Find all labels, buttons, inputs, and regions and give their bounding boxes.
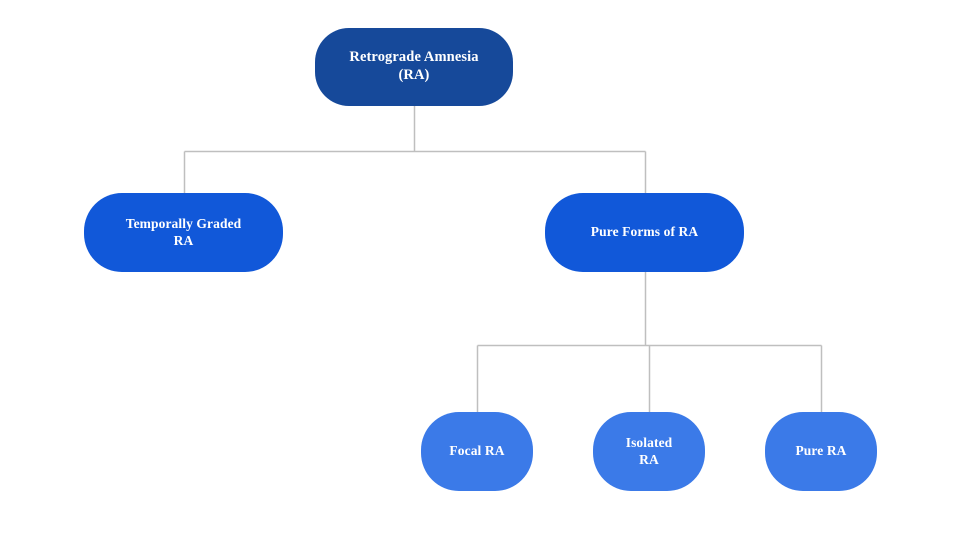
node-pure-forms-of-ra[interactable]: Pure Forms of RA [545,193,744,272]
connector-root [183,106,647,193]
node-temporally-graded-ra[interactable]: Temporally Graded RA [84,193,283,272]
connector-pure_forms [476,272,823,412]
node-retrograde-amnesia[interactable]: Retrograde Amnesia (RA) [315,28,513,106]
node-isolated-ra[interactable]: Isolated RA [593,412,705,491]
node-pure-ra[interactable]: Pure RA [765,412,877,491]
node-focal-ra[interactable]: Focal RA [421,412,533,491]
